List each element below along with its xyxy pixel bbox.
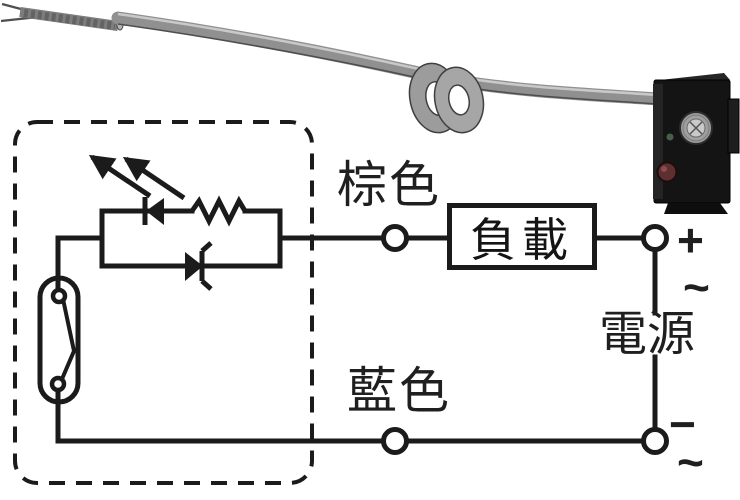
red-indicator-highlight — [661, 166, 667, 172]
load-box: 負載 — [447, 203, 597, 270]
green-indicator-dot — [666, 133, 674, 141]
zener-diode-icon — [185, 241, 213, 291]
cable-highlight — [117, 12, 659, 97]
dashed-enclosure — [13, 120, 314, 485]
cable-braid-texture — [23, 9, 116, 30]
resistor-icon — [189, 195, 248, 227]
ac-tilde-bottom: ~ — [677, 436, 704, 488]
cable-jacket — [111, 11, 665, 106]
cable-coil — [408, 62, 485, 134]
led-icon — [88, 154, 186, 225]
terminal-blue-wire — [381, 427, 409, 455]
sensor-cable-photo — [0, 2, 740, 214]
zener-cathode-bar — [199, 241, 213, 291]
power-source-label: 電源 — [599, 311, 713, 359]
terminal-plus — [641, 224, 669, 252]
reed-contact-top — [50, 287, 68, 305]
sensor-head-foot — [664, 203, 728, 214]
sensor-head — [653, 73, 740, 214]
sensor-head-side-tab — [727, 98, 740, 154]
plus-sign: + — [677, 214, 704, 266]
ac-tilde-top: ~ — [683, 261, 710, 313]
led-triangle — [146, 198, 164, 225]
sensor-head-left-facet — [653, 84, 663, 199]
reed-blade — [60, 298, 77, 380]
sensor-lens-cross — [689, 121, 703, 135]
red-indicator-led — [656, 161, 678, 183]
power-source-text: 電源 — [599, 308, 696, 361]
terminal-minus — [641, 427, 669, 455]
led-emission-arrow — [122, 156, 186, 201]
coil-ring-hole — [447, 84, 471, 116]
reed-contact-bottom — [49, 375, 67, 393]
led-emission-arrow — [88, 154, 152, 199]
blue-wire-label: 藍色 — [347, 363, 451, 419]
terminal-brown-wire — [381, 224, 409, 252]
brown-wire-label: 棕色 — [337, 157, 441, 213]
reed-switch-icon — [49, 287, 77, 393]
sensor-lens-ring — [682, 114, 710, 142]
minus-sign: − — [669, 398, 696, 450]
load-label: 負載 — [470, 213, 574, 266]
zener-triangle — [185, 252, 203, 281]
